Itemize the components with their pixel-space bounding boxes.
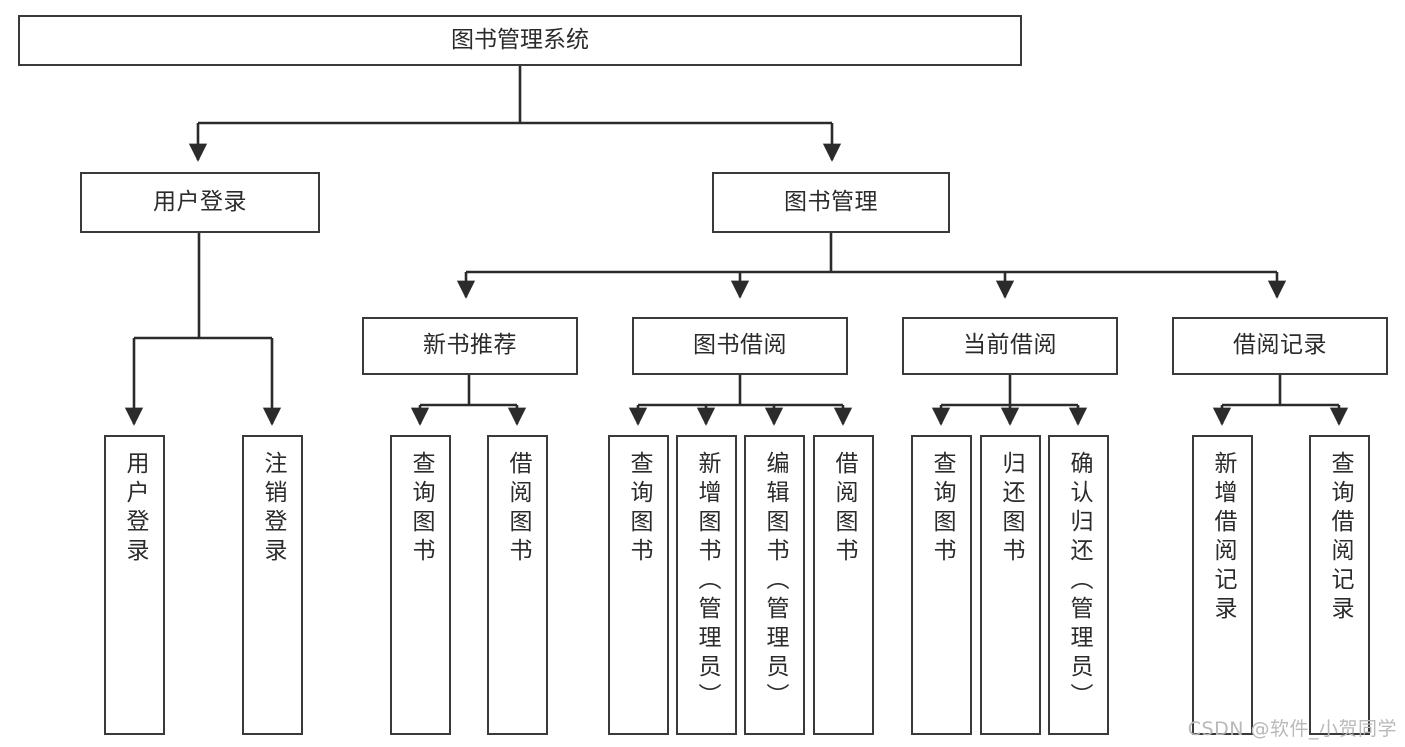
node-leaf-query-book-1[interactable]: 查询图书 bbox=[390, 435, 451, 735]
node-new-book-recommend[interactable]: 新书推荐 bbox=[362, 317, 578, 375]
node-book-management[interactable]: 图书管理 bbox=[712, 172, 950, 233]
node-leaf-edit-book[interactable]: 编辑图书（管理员） bbox=[744, 435, 805, 735]
node-borrow-record[interactable]: 借阅记录 bbox=[1172, 317, 1388, 375]
node-leaf-add-record-label: 新增借阅记录 bbox=[1210, 451, 1236, 625]
node-leaf-confirm-return[interactable]: 确认归还（管理员） bbox=[1048, 435, 1109, 735]
node-book-borrow-label: 图书借阅 bbox=[693, 332, 787, 359]
node-leaf-edit-book-label: 编辑图书（管理员） bbox=[762, 451, 788, 712]
node-leaf-add-book-label: 新增图书（管理员） bbox=[694, 451, 720, 712]
node-new-book-recommend-label: 新书推荐 bbox=[423, 332, 517, 359]
node-user-login[interactable]: 用户登录 bbox=[80, 172, 320, 233]
node-leaf-user-logout[interactable]: 注销登录 bbox=[242, 435, 303, 735]
node-leaf-confirm-return-label: 确认归还（管理员） bbox=[1066, 451, 1092, 712]
node-root[interactable]: 图书管理系统 bbox=[18, 15, 1022, 66]
node-leaf-add-record[interactable]: 新增借阅记录 bbox=[1192, 435, 1253, 735]
node-leaf-borrow-book-1-label: 借阅图书 bbox=[505, 451, 531, 567]
node-leaf-query-book-2-label: 查询图书 bbox=[626, 451, 652, 567]
node-leaf-add-book[interactable]: 新增图书（管理员） bbox=[676, 435, 737, 735]
node-leaf-query-book-2[interactable]: 查询图书 bbox=[608, 435, 669, 735]
node-book-management-label: 图书管理 bbox=[784, 188, 878, 215]
node-leaf-return-book-label: 归还图书 bbox=[998, 451, 1024, 567]
node-leaf-borrow-book-1[interactable]: 借阅图书 bbox=[487, 435, 548, 735]
node-leaf-user-login[interactable]: 用户登录 bbox=[104, 435, 165, 735]
node-user-login-label: 用户登录 bbox=[153, 188, 247, 215]
node-current-borrow-label: 当前借阅 bbox=[963, 332, 1057, 359]
node-leaf-return-book[interactable]: 归还图书 bbox=[980, 435, 1041, 735]
csdn-watermark: CSDN @软件_小贺同学 bbox=[1187, 718, 1397, 740]
node-leaf-user-login-label: 用户登录 bbox=[122, 451, 148, 567]
node-leaf-query-book-3-label: 查询图书 bbox=[929, 451, 955, 567]
node-root-label: 图书管理系统 bbox=[451, 26, 589, 53]
node-leaf-query-book-1-label: 查询图书 bbox=[408, 451, 434, 567]
node-leaf-query-record[interactable]: 查询借阅记录 bbox=[1309, 435, 1370, 735]
node-book-borrow[interactable]: 图书借阅 bbox=[632, 317, 848, 375]
node-borrow-record-label: 借阅记录 bbox=[1233, 332, 1327, 359]
node-leaf-query-record-label: 查询借阅记录 bbox=[1327, 451, 1353, 625]
node-leaf-query-book-3[interactable]: 查询图书 bbox=[911, 435, 972, 735]
node-leaf-user-logout-label: 注销登录 bbox=[260, 451, 286, 567]
node-leaf-borrow-book-2-label: 借阅图书 bbox=[831, 451, 857, 567]
node-current-borrow[interactable]: 当前借阅 bbox=[902, 317, 1118, 375]
node-leaf-borrow-book-2[interactable]: 借阅图书 bbox=[813, 435, 874, 735]
